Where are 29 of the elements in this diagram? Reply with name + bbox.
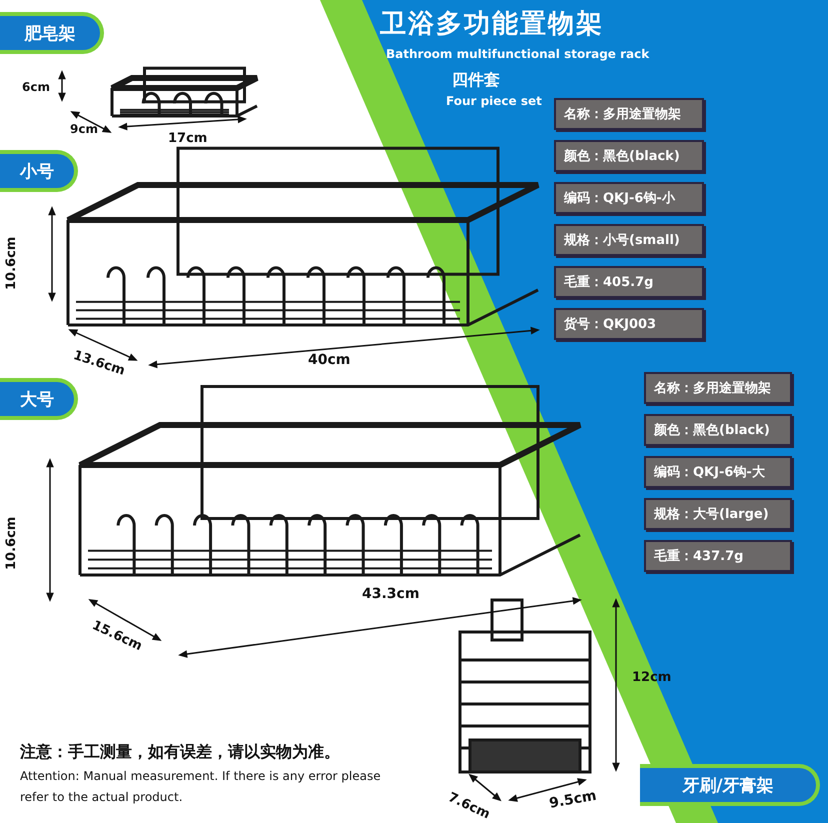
dimension-text: 6cm [22, 80, 50, 94]
section-tab: 小号 [0, 150, 78, 192]
dimension-text: 10.6cm [4, 236, 19, 290]
dimension-text: 9.5cm [548, 788, 598, 812]
spec-label: 名称：多用途置物架 [644, 372, 792, 404]
dimension-text: 9cm [70, 122, 98, 136]
title: 卫浴多功能置物架 [380, 8, 604, 41]
dimension-text: 43.3cm [362, 586, 420, 602]
spec-label: 毛重：405.7g [554, 266, 704, 298]
subtitle: 四件套 [452, 70, 500, 91]
subtitle: Bathroom multifunctional storage rack [386, 47, 650, 61]
spec-label: 编码：QKJ-6钩-小 [554, 182, 704, 214]
spec-label: 颜色：黑色(black) [554, 140, 704, 172]
spec-label: 颜色：黑色(black) [644, 414, 792, 446]
note-text: 注意：手工测量，如有误差，请以实物为准。 [20, 742, 340, 763]
subtitle: Four piece set [446, 94, 542, 108]
spec-label: 毛重：437.7g [644, 540, 792, 572]
section-tab: 牙刷/牙膏架 [640, 764, 820, 806]
note-text: Attention: Manual measurement. If there is any error please refer to the actual product. [20, 768, 382, 806]
dimension-text: 40cm [308, 352, 350, 368]
spec-label: 名称：多用途置物架 [554, 98, 704, 130]
dimension-text: 17cm [168, 131, 208, 146]
spec-label: 编码：QKJ-6钩-大 [644, 456, 792, 488]
section-tab: 大号 [0, 378, 78, 420]
dimension-text: 10.6cm [4, 516, 19, 570]
section-tab: 肥皂架 [0, 12, 104, 54]
spec-label: 规格：大号(large) [644, 498, 792, 530]
spec-label: 货号：QKJ003 [554, 308, 704, 340]
spec-label: 规格：小号(small) [554, 224, 704, 256]
